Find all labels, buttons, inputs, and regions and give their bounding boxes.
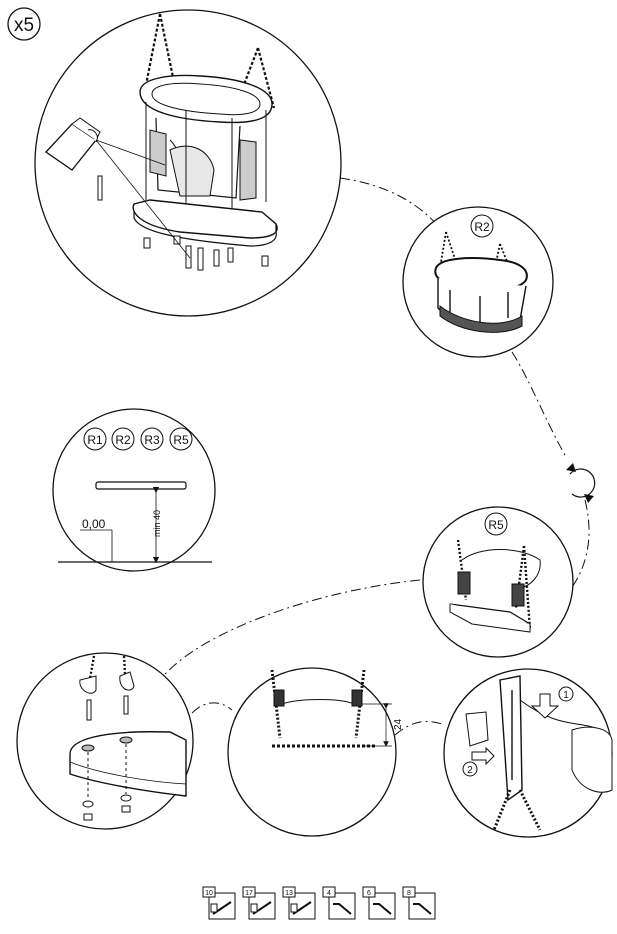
- svg-text:R3: R3: [144, 433, 160, 447]
- svg-text:13: 13: [285, 890, 293, 897]
- tool-hex-key-icon: 4: [322, 886, 356, 920]
- multiplier-badge: x5: [7, 7, 41, 41]
- badge-r5: R5: [484, 512, 508, 536]
- step-2-label: 2: [467, 765, 473, 776]
- svg-text:R2: R2: [115, 433, 131, 447]
- svg-text:10: 10: [205, 890, 213, 897]
- tool-socket-wrench-icon: 10: [202, 886, 236, 920]
- height-check-badges: R1 R2 R3 R5: [83, 427, 193, 451]
- min-height-label: min 40: [152, 510, 162, 537]
- svg-text:6: 6: [367, 890, 371, 897]
- connector-lines: [159, 177, 590, 736]
- step-1-label: 1: [563, 690, 569, 701]
- swing-basket-circle: [402, 206, 554, 358]
- rotate-icon: [566, 463, 596, 503]
- height-check-circle: R1 R2 R3 R5 min 40 0,00: [52, 408, 216, 572]
- svg-text:17: 17: [245, 890, 253, 897]
- tool-socket-wrench-icon: 17: [242, 886, 276, 920]
- tool-socket-wrench-icon: 13: [282, 886, 316, 920]
- tool-hex-key-icon: 8: [402, 886, 436, 920]
- chain-dimension-circle: 24: [227, 667, 404, 837]
- badge-r2: R2: [470, 214, 494, 238]
- svg-text:R5: R5: [488, 518, 504, 532]
- svg-text:4: 4: [327, 890, 331, 897]
- oil-can-icon: [45, 117, 191, 259]
- chain-dimension-label: 24: [393, 718, 404, 730]
- svg-text:8: 8: [407, 890, 411, 897]
- flat-seat-circle: [422, 506, 574, 658]
- svg-text:R2: R2: [474, 220, 490, 234]
- multiplier-text: x5: [14, 15, 34, 36]
- svg-text:R1: R1: [87, 433, 103, 447]
- seat-bolt-circle: [16, 652, 194, 830]
- main-assembly-circle: [34, 9, 342, 317]
- ground-level-label: 0,00: [82, 517, 106, 531]
- clip-detail-circle: 1 2: [443, 668, 613, 838]
- svg-text:R5: R5: [173, 433, 189, 447]
- tool-hex-key-icon: 6: [362, 886, 396, 920]
- tools-row: 10 17 13 4 6: [202, 886, 436, 920]
